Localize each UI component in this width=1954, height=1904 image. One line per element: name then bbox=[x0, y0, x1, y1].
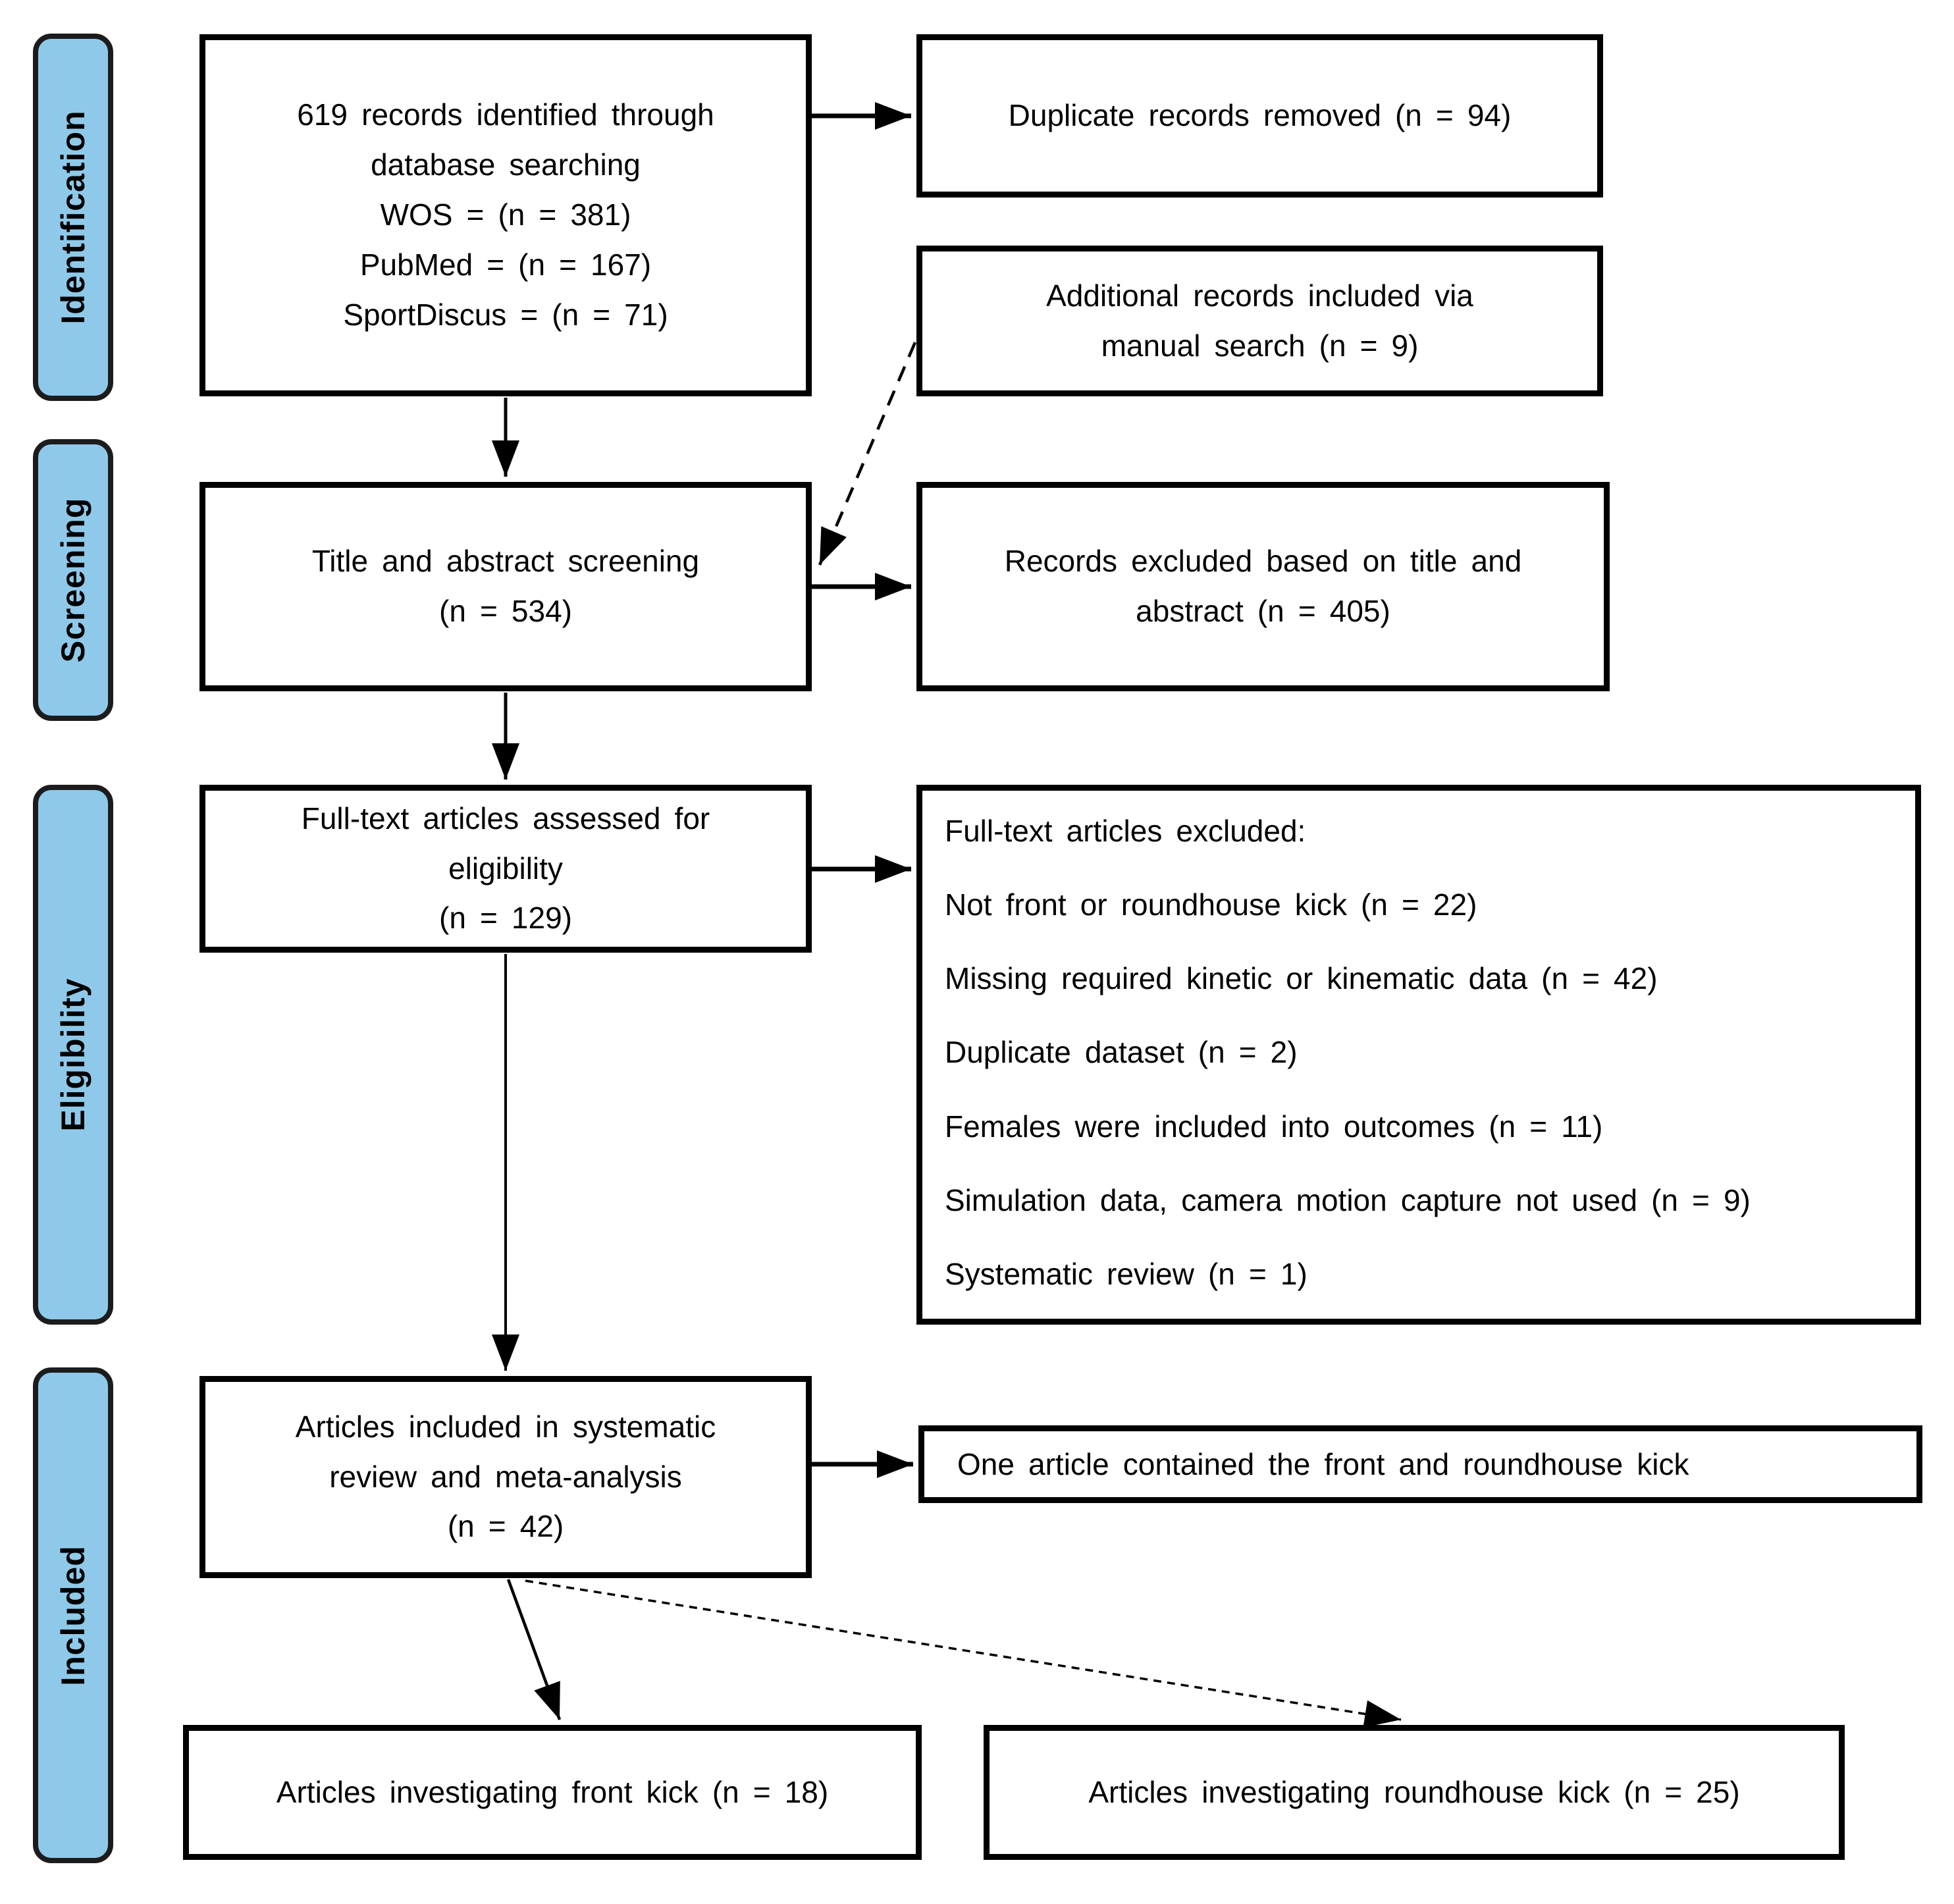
title-abstract-line-2: (n = 534) bbox=[439, 594, 572, 628]
records-identified-line-3: WOS = (n = 381) bbox=[380, 198, 631, 232]
front-kick-text: Articles investigating front kick (n = 1… bbox=[276, 1774, 829, 1809]
fulltext-excluded-item-4: Females were included into outcomes (n =… bbox=[945, 1109, 1603, 1144]
records-excluded-line-2: abstract (n = 405) bbox=[1136, 594, 1390, 628]
included-review-line-3: (n = 42) bbox=[447, 1509, 564, 1544]
one-article-box: One article contained the front and roun… bbox=[918, 1425, 1922, 1503]
fulltext-excluded-item-2: Missing required kinetic or kinematic da… bbox=[945, 961, 1658, 996]
records-identified-box: 619 records identified through database … bbox=[199, 34, 812, 396]
stage-label-screening-text: Screening bbox=[55, 497, 92, 663]
stage-label-screening: Screening bbox=[33, 439, 113, 721]
stage-label-eligibility: Eligibility bbox=[33, 785, 113, 1325]
fulltext-excluded-item-6: Systematic review (n = 1) bbox=[945, 1256, 1307, 1291]
arrow-included-to-front-kick bbox=[506, 1579, 562, 1720]
stage-label-included: Included bbox=[33, 1367, 113, 1863]
fulltext-excluded-title: Full-text articles excluded: bbox=[945, 814, 1306, 848]
records-identified-line-5: SportDiscus = (n = 71) bbox=[343, 297, 668, 332]
fulltext-excluded-item-3: Duplicate dataset (n = 2) bbox=[945, 1035, 1298, 1070]
arrow-manual-search-dashed bbox=[818, 342, 917, 566]
records-excluded-line-1: Records excluded based on title and bbox=[1004, 544, 1522, 579]
stage-label-included-text: Included bbox=[55, 1545, 92, 1686]
additional-records-line-2: manual search (n = 9) bbox=[1101, 328, 1419, 363]
included-review-line-1: Articles included in systematic bbox=[295, 1409, 716, 1444]
front-kick-box: Articles investigating front kick (n = 1… bbox=[183, 1725, 922, 1860]
fulltext-assessed-line-3: (n = 129) bbox=[439, 901, 572, 936]
title-abstract-line-1: Title and abstract screening bbox=[311, 544, 700, 579]
additional-records-box: Additional records included via manual s… bbox=[916, 246, 1603, 396]
arrow-included-to-roundhouse-kick bbox=[525, 1579, 1402, 1728]
roundhouse-kick-box: Articles investigating roundhouse kick (… bbox=[984, 1725, 1845, 1860]
one-article-text: One article contained the front and roun… bbox=[957, 1446, 1689, 1481]
stage-label-identification-text: Identification bbox=[55, 110, 92, 325]
fulltext-assessed-box: Full-text articles assessed for eligibil… bbox=[199, 785, 812, 953]
duplicates-removed-box: Duplicate records removed (n = 94) bbox=[916, 34, 1603, 198]
fulltext-excluded-item-1: Not front or roundhouse kick (n = 22) bbox=[945, 887, 1477, 922]
fulltext-excluded-item-5: Simulation data, camera motion capture n… bbox=[945, 1182, 1751, 1217]
duplicates-removed-text: Duplicate records removed (n = 94) bbox=[1008, 98, 1512, 133]
records-excluded-box: Records excluded based on title and abst… bbox=[916, 482, 1610, 691]
fulltext-assessed-line-1: Full-text articles assessed for bbox=[301, 801, 710, 835]
records-identified-line-4: PubMed = (n = 167) bbox=[359, 247, 652, 282]
included-review-box: Articles included in systematic review a… bbox=[199, 1376, 812, 1578]
fulltext-excluded-box: Full-text articles excluded: Not front o… bbox=[916, 785, 1921, 1325]
records-identified-line-2: database searching bbox=[371, 147, 641, 182]
stage-label-identification: Identification bbox=[33, 34, 113, 401]
fulltext-assessed-line-2: eligibility bbox=[448, 851, 563, 886]
stage-label-eligibility-text: Eligibility bbox=[55, 978, 92, 1132]
roundhouse-kick-text: Articles investigating roundhouse kick (… bbox=[1088, 1774, 1740, 1809]
included-review-line-2: review and meta-analysis bbox=[329, 1459, 682, 1494]
additional-records-line-1: Additional records included via bbox=[1046, 278, 1473, 313]
title-abstract-screening-box: Title and abstract screening (n = 534) bbox=[199, 482, 812, 691]
records-identified-line-1: 619 records identified through bbox=[297, 97, 714, 132]
